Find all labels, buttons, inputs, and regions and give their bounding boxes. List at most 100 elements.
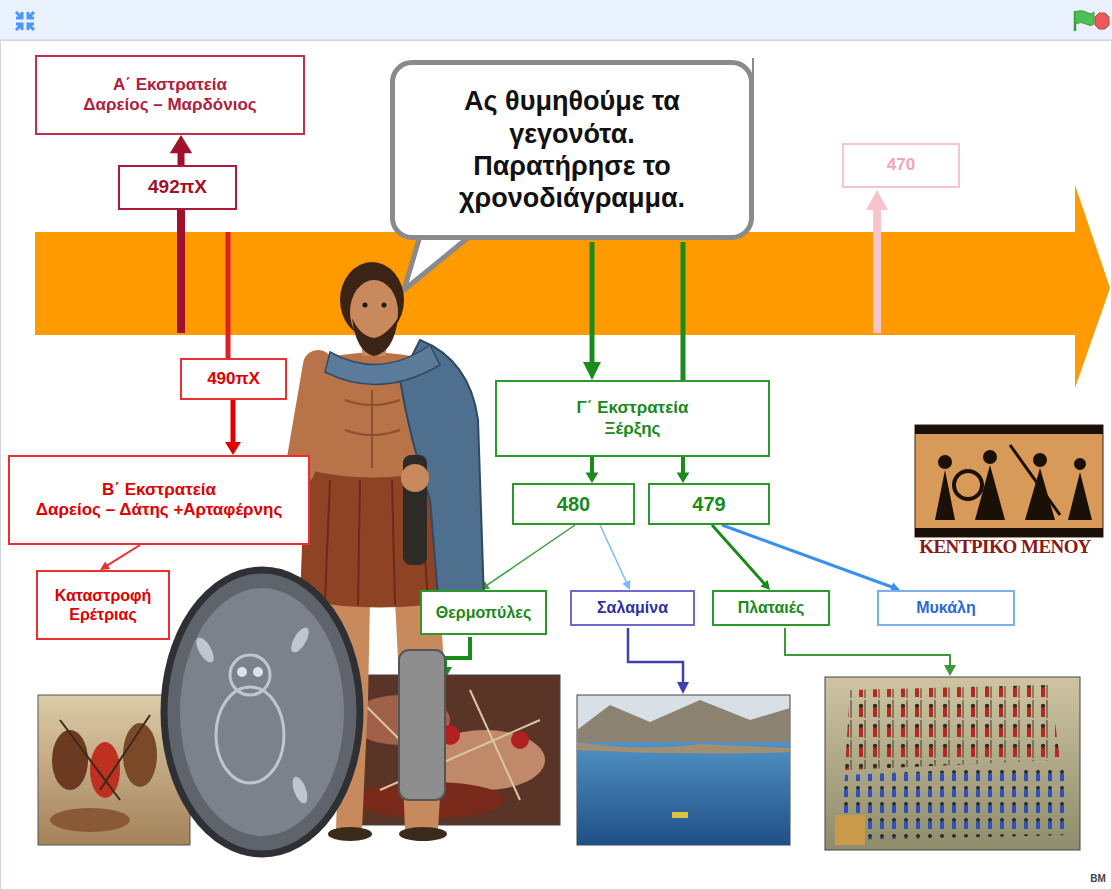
pottery-band bbox=[915, 528, 1103, 537]
icon-corner bbox=[16, 24, 22, 30]
connector-arrow bbox=[600, 525, 630, 590]
eye bbox=[363, 303, 368, 308]
olive-leaf bbox=[288, 625, 312, 655]
muscle-lines bbox=[345, 390, 400, 468]
connector-arrow bbox=[480, 525, 575, 590]
timeline-arrowhead bbox=[1075, 185, 1110, 388]
node-text: Ας θυμηθούμε τα γεγονότα. Παρατήρησε το … bbox=[427, 85, 717, 215]
node-text: 492πΧ bbox=[148, 176, 207, 199]
beard bbox=[352, 318, 398, 356]
node-text: Μυκάλη bbox=[916, 598, 976, 617]
connector-arrow bbox=[100, 545, 140, 570]
eye bbox=[382, 303, 387, 308]
node-text: Θερμοπύλες bbox=[436, 603, 531, 622]
leader-arrowhead bbox=[944, 665, 956, 676]
spear bbox=[100, 715, 150, 790]
node-text: Α΄ Εκστρατεία bbox=[113, 75, 227, 95]
speech-bubble: Ας θυμηθούμε τα γεγονότα. Παρατήρησε το … bbox=[390, 60, 754, 240]
figure bbox=[1068, 458, 1092, 520]
shield-rim bbox=[164, 570, 360, 854]
shield bbox=[954, 471, 982, 499]
node-text: Β΄ Εκστρατεία bbox=[102, 480, 216, 500]
connector-line bbox=[722, 525, 893, 588]
fullscreen-icon bbox=[16, 12, 34, 30]
year-box: 470 bbox=[842, 143, 960, 188]
picture-frame bbox=[340, 675, 560, 825]
figure bbox=[90, 742, 120, 798]
connector-line bbox=[712, 525, 765, 585]
battle-box: Θερμοπύλες bbox=[420, 590, 547, 635]
arrowhead bbox=[170, 135, 192, 153]
plataea-picture bbox=[825, 677, 1080, 850]
node-text: 490πΧ bbox=[207, 369, 260, 389]
connector-arrow bbox=[586, 457, 599, 483]
connector-line bbox=[106, 545, 140, 566]
connector-line bbox=[231, 400, 236, 445]
sandal bbox=[328, 827, 372, 841]
cloak bbox=[400, 340, 484, 627]
arrowhead bbox=[677, 473, 690, 483]
picture-frame bbox=[825, 677, 1080, 850]
picture-frame bbox=[915, 425, 1103, 537]
salamis-picture bbox=[577, 695, 790, 845]
marker-arrowhead bbox=[583, 362, 601, 380]
player-header bbox=[0, 0, 1112, 40]
arrowhead bbox=[622, 580, 630, 590]
leader-arrowhead bbox=[677, 682, 689, 694]
olive-leaf bbox=[290, 775, 311, 805]
year-marker-bar bbox=[226, 232, 231, 358]
flag-cloth bbox=[1075, 11, 1094, 26]
year-box: 492πΧ bbox=[118, 165, 237, 210]
connector-line bbox=[486, 525, 575, 586]
node-text: Γ΄ Εκστρατεία bbox=[577, 398, 689, 418]
connector-line bbox=[681, 457, 685, 475]
node-text: Πλαταιές bbox=[738, 598, 805, 617]
owl-body bbox=[216, 687, 284, 783]
timeline-band bbox=[35, 232, 1077, 335]
icon-corner bbox=[28, 24, 34, 30]
year-marker-bar bbox=[873, 208, 881, 333]
node-text: Δαρείος – Μαρδόνιος bbox=[83, 95, 256, 115]
battle-box: Πλαταιές bbox=[712, 590, 830, 626]
campaign-box: Γ΄ ΕκστρατείαΞέρξης bbox=[495, 380, 770, 457]
army bbox=[840, 765, 1070, 840]
connector-line bbox=[600, 525, 627, 583]
arrowhead bbox=[225, 442, 241, 455]
shield bbox=[511, 731, 529, 749]
icon-corner bbox=[16, 12, 22, 18]
sea bbox=[577, 742, 790, 845]
figure bbox=[975, 450, 1005, 520]
stage bbox=[1, 41, 1112, 890]
ship bbox=[672, 812, 688, 818]
node-text: 480 bbox=[557, 492, 590, 516]
leader-line bbox=[628, 628, 683, 684]
node-text: 479 bbox=[692, 492, 725, 516]
green-flag bbox=[1075, 11, 1094, 31]
shield-face bbox=[180, 588, 344, 836]
arrowhead bbox=[100, 561, 110, 570]
olive-leaf bbox=[193, 635, 217, 665]
campaign-box: Α΄ ΕκστρατείαΔαρείος – Μαρδόνιος bbox=[35, 55, 305, 135]
connector-arrow bbox=[677, 457, 690, 483]
node-text: Σαλαμίνα bbox=[597, 598, 668, 617]
year-box: 479 bbox=[648, 483, 770, 525]
node-text: Καταστροφή Ερέτριας bbox=[44, 586, 162, 624]
arrowhead bbox=[760, 580, 770, 590]
spears bbox=[360, 690, 540, 800]
year-box: 490πΧ bbox=[180, 358, 287, 400]
picture-frame bbox=[577, 695, 790, 845]
node-text: Ξέρξης bbox=[605, 419, 661, 439]
battle-box: Σαλαμίνα bbox=[570, 590, 695, 626]
ground bbox=[50, 808, 130, 832]
icon-corner bbox=[28, 12, 34, 18]
figure bbox=[52, 730, 88, 790]
node-text: Δαρείος – Δάτης +Αρταφέρνης bbox=[36, 500, 283, 520]
node-text: 470 bbox=[887, 155, 915, 175]
army bbox=[845, 685, 1060, 770]
connector-arrow bbox=[712, 525, 770, 590]
leader-line bbox=[785, 628, 950, 667]
connector-arrow bbox=[722, 525, 900, 591]
owl-eye bbox=[237, 667, 247, 677]
arrowhead bbox=[586, 473, 599, 483]
year-box: 480 bbox=[512, 483, 635, 525]
